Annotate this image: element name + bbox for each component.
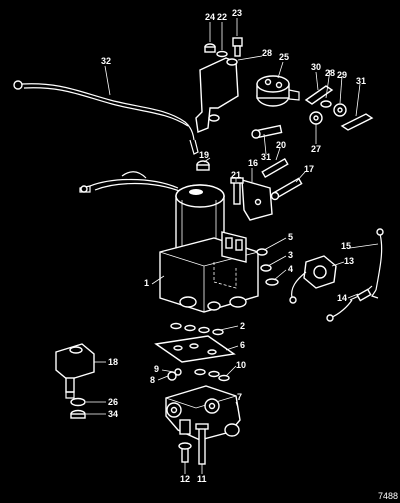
manifold-7[interactable]: [165, 385, 241, 441]
callout-28-right: 28: [325, 68, 335, 78]
screw-12[interactable]: [178, 442, 192, 463]
callout-23: 23: [232, 8, 242, 18]
callout-10: 10: [236, 360, 246, 370]
o-ring-4[interactable]: [265, 278, 279, 286]
callout-5: 5: [288, 232, 293, 242]
callout-25: 25: [279, 52, 289, 62]
terminal-18[interactable]: [55, 343, 95, 399]
callout-19: 19: [199, 150, 209, 160]
callout-31: 31: [261, 152, 271, 162]
callout-13: 13: [344, 256, 354, 266]
o-rings-2[interactable]: [170, 322, 224, 336]
callout-6: 6: [240, 340, 245, 350]
callout-27: 27: [311, 144, 321, 154]
callout-8: 8: [150, 375, 155, 385]
callout-2: 2: [240, 321, 245, 331]
plug-5[interactable]: [256, 248, 268, 256]
callout-12: 12: [180, 474, 190, 484]
leader-lines: [86, 18, 379, 474]
mounting-bracket[interactable]: [195, 57, 239, 133]
screw-31[interactable]: [251, 124, 283, 139]
washer-22[interactable]: [216, 50, 228, 58]
clip-14[interactable]: [326, 285, 373, 322]
gasket-6[interactable]: [154, 335, 236, 363]
callout-17: 17: [304, 164, 314, 174]
fuse-holder-13[interactable]: [289, 255, 337, 304]
nut-19[interactable]: [196, 160, 210, 171]
callout-3: 3: [288, 250, 293, 260]
clamp-16[interactable]: [241, 179, 273, 221]
nut-27[interactable]: [309, 111, 323, 125]
callout-33: 32: [101, 56, 111, 66]
callout-4: 4: [288, 264, 293, 274]
callout-16: 16: [248, 158, 258, 168]
callout-labels: 32 24 22 23 28 25 30 28 29 31 31 27 19 1…: [101, 8, 398, 501]
bolt-23[interactable]: [232, 37, 243, 57]
pump-motor-assembly-1[interactable]: [159, 184, 259, 313]
callout-21: 21: [231, 170, 241, 180]
o-rings-10[interactable]: [194, 368, 230, 382]
callout-32: 30: [311, 62, 321, 72]
bolt-21[interactable]: [230, 177, 244, 205]
drawing-id: 7488: [378, 491, 398, 501]
bolt-20[interactable]: [261, 157, 289, 179]
washer-26[interactable]: [70, 397, 86, 407]
callout-22: 22: [217, 12, 227, 22]
callout-9: 9: [154, 364, 159, 374]
solenoid-25[interactable]: [256, 75, 300, 107]
callout-14: 14: [337, 293, 347, 303]
motor-leads[interactable]: [79, 171, 183, 193]
cover-30[interactable]: [340, 113, 374, 131]
washer-28-right[interactable]: [320, 100, 332, 108]
o-ring-9[interactable]: [174, 368, 182, 376]
wire-15[interactable]: [371, 228, 384, 299]
callout-26: 26: [108, 397, 118, 407]
washer-3[interactable]: [260, 264, 272, 272]
callout-15: 15: [341, 241, 351, 251]
nut-34[interactable]: [70, 409, 86, 419]
wire-harness-33[interactable]: [13, 80, 199, 155]
bolt-17[interactable]: [270, 177, 303, 201]
plate-32[interactable]: [304, 85, 334, 105]
nut-24[interactable]: [204, 43, 216, 53]
callout-11: 11: [197, 474, 207, 484]
callout-7: 7: [237, 392, 242, 402]
callout-20: 20: [276, 140, 286, 150]
callout-1: 1: [144, 278, 149, 288]
callout-28-left: 28: [262, 48, 272, 58]
callout-30: 31: [356, 76, 366, 86]
callout-34: 34: [108, 409, 118, 419]
callout-24: 24: [205, 12, 215, 22]
nut-29[interactable]: [333, 103, 347, 117]
callout-18: 18: [108, 357, 118, 367]
callout-29: 29: [337, 70, 347, 80]
